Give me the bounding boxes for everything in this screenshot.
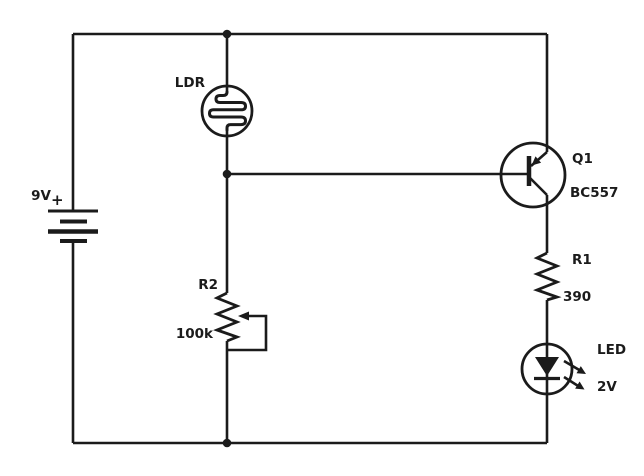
led-light-ray-2-arrowhead-icon [575, 381, 585, 390]
r2-wiper-loop [228, 314, 268, 352]
resistor-r1: R1 390 [533, 251, 592, 305]
battery-voltage-label: 9V [31, 188, 51, 204]
battery-plus-sign: + [51, 191, 64, 209]
led: LED 2V [520, 342, 626, 396]
r2-value-label: 100k [176, 326, 214, 342]
led-light-ray-1 [563, 359, 582, 373]
led-label: LED [597, 342, 626, 358]
led-anode-triangle [535, 357, 559, 376]
ldr-body-circle [200, 84, 254, 138]
junction-dot-bottom [222, 438, 232, 448]
potentiometer-r2: R2 100k [176, 277, 268, 352]
r1-value-label: 390 [563, 289, 591, 305]
ldr-serpentine-element [208, 90, 247, 132]
led-light-ray-1-arrowhead-icon [576, 366, 586, 374]
r2-designator-label: R2 [198, 277, 218, 293]
transistor-q1: Q1 BC557 [499, 141, 618, 209]
r1-zigzag [533, 251, 562, 302]
transistor-body-circle [499, 141, 567, 209]
led-value-label: 2V [597, 379, 617, 395]
battery: 9V + [31, 188, 98, 243]
transistor-designator-label: Q1 [572, 151, 593, 167]
r1-designator-label: R1 [572, 252, 592, 268]
r2-wiper-arrow [238, 311, 249, 321]
junction-dots [222, 29, 232, 448]
wires [71, 32, 549, 445]
r2-zigzag [213, 291, 241, 343]
transistor-emitter-arrow [531, 156, 542, 166]
transistor-collector-lead [528, 176, 548, 196]
led-light-ray-2 [563, 375, 580, 388]
junction-dot-top [222, 29, 232, 39]
junction-dot-base [222, 169, 232, 179]
ldr-label: LDR [175, 75, 206, 91]
transistor-part-label: BC557 [570, 185, 618, 201]
led-body-circle [520, 342, 574, 396]
ldr: LDR [175, 75, 254, 138]
